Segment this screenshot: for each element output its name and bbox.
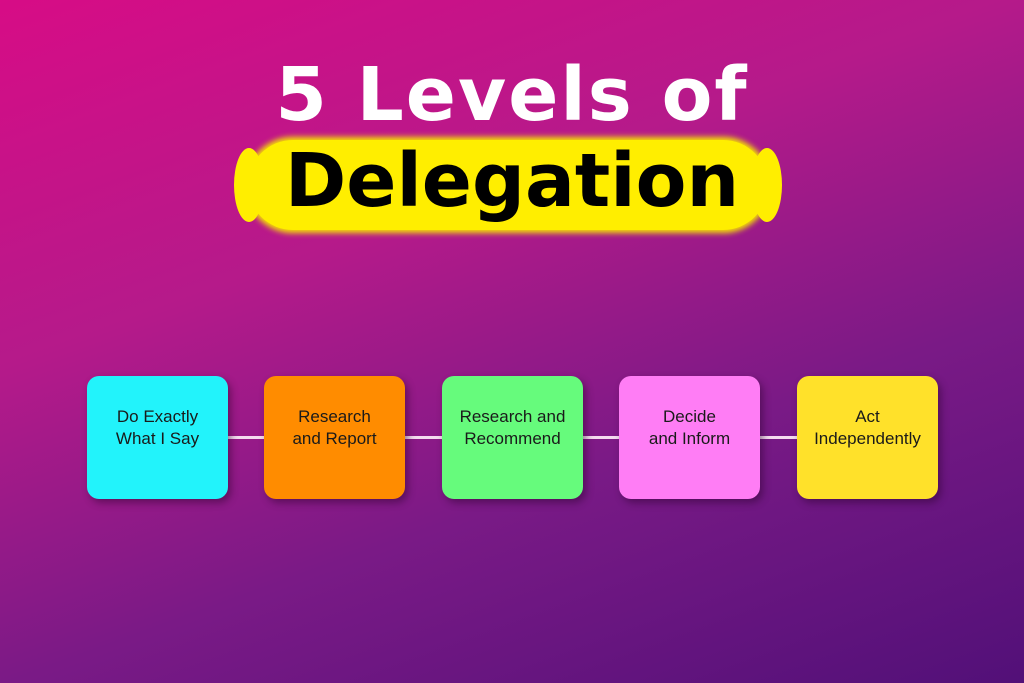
step-research-report: Research and Report [264,376,405,499]
step-label: Research and Recommend [459,406,566,448]
step-label: Decide and Inform [648,406,731,448]
step-decide-inform: Decide and Inform [619,376,760,499]
title-line-1: 5 Levels of [275,52,749,138]
step-label: Act Independently [814,406,921,448]
step-label: Research and Report [292,406,377,448]
step-do-exactly: Do Exactly What I Say [87,376,228,499]
title-highlight-brush [234,140,782,230]
step-act-independently: Act Independently [797,376,938,499]
step-label: Do Exactly What I Say [115,406,200,448]
delegation-flow: Do Exactly What I Say Research and Repor… [87,376,938,499]
title-line-2: Delegation [284,138,740,224]
step-research-recommend: Research and Recommend [442,376,583,499]
